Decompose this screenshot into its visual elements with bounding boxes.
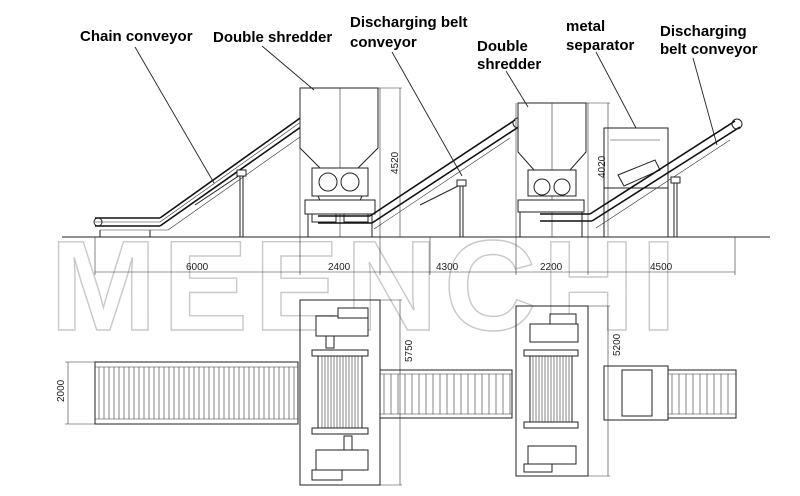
chain-conveyor-plan xyxy=(94,361,299,425)
label-discharging-belt-conveyor-2-line2: belt conveyor xyxy=(660,41,758,58)
double-shredder-1-elevation xyxy=(299,87,402,275)
dim-belt-conveyor-1-length: 4300 xyxy=(436,262,459,273)
label-discharging-belt-conveyor-1-line1: Discharging belt xyxy=(350,14,468,31)
dim-shredder-2-height: 4020 xyxy=(597,155,608,178)
belt-conveyor-1-plan xyxy=(379,369,513,419)
watermark: MEENCHI xyxy=(50,215,682,358)
belt-conveyor-2-elevation xyxy=(540,118,743,237)
label-discharging-belt-conveyor-1-line2: conveyor xyxy=(350,34,417,51)
leader-double-shredder-2 xyxy=(505,70,529,108)
leader-belt-conveyor-2 xyxy=(692,57,718,146)
dim-chain-conveyor-length: 6000 xyxy=(186,262,209,273)
leader-chain-conveyor xyxy=(134,46,215,184)
chain-conveyor-elevation xyxy=(93,114,311,237)
leader-double-shredder-1 xyxy=(261,45,315,91)
dim-plan-height-1: 5750 xyxy=(404,339,415,362)
dim-conveyor-width: 2000 xyxy=(56,379,67,402)
label-double-shredder-1: Double shredder xyxy=(213,29,332,46)
dim-belt-conveyor-2-length: 4500 xyxy=(650,262,673,273)
belt-conveyor-2-plan xyxy=(667,369,737,419)
double-shredder-2-elevation xyxy=(515,102,610,275)
dim-shredder-2-width: 2200 xyxy=(540,262,563,273)
elevation-view xyxy=(62,45,770,275)
elevation-dimension-line xyxy=(94,237,736,275)
label-metal-separator-line1: metal xyxy=(566,18,605,35)
label-metal-separator-line2: separator xyxy=(566,37,635,54)
label-double-shredder-2-line2: shredder xyxy=(477,56,541,73)
dim-shredder-1-width: 2400 xyxy=(328,262,351,273)
label-chain-conveyor: Chain conveyor xyxy=(80,28,193,45)
metal-separator-elevation xyxy=(603,127,669,237)
dim-plan-height-2: 5200 xyxy=(612,333,623,356)
leader-belt-conveyor-1 xyxy=(391,51,463,177)
label-discharging-belt-conveyor-2-line1: Discharging xyxy=(660,23,747,40)
leader-metal-separator xyxy=(595,51,637,129)
label-double-shredder-2-line1: Double xyxy=(477,38,528,55)
double-shredder-1-plan xyxy=(299,299,402,486)
belt-conveyor-1-elevation xyxy=(318,117,524,237)
dim-shredder-1-height: 4520 xyxy=(390,151,401,174)
